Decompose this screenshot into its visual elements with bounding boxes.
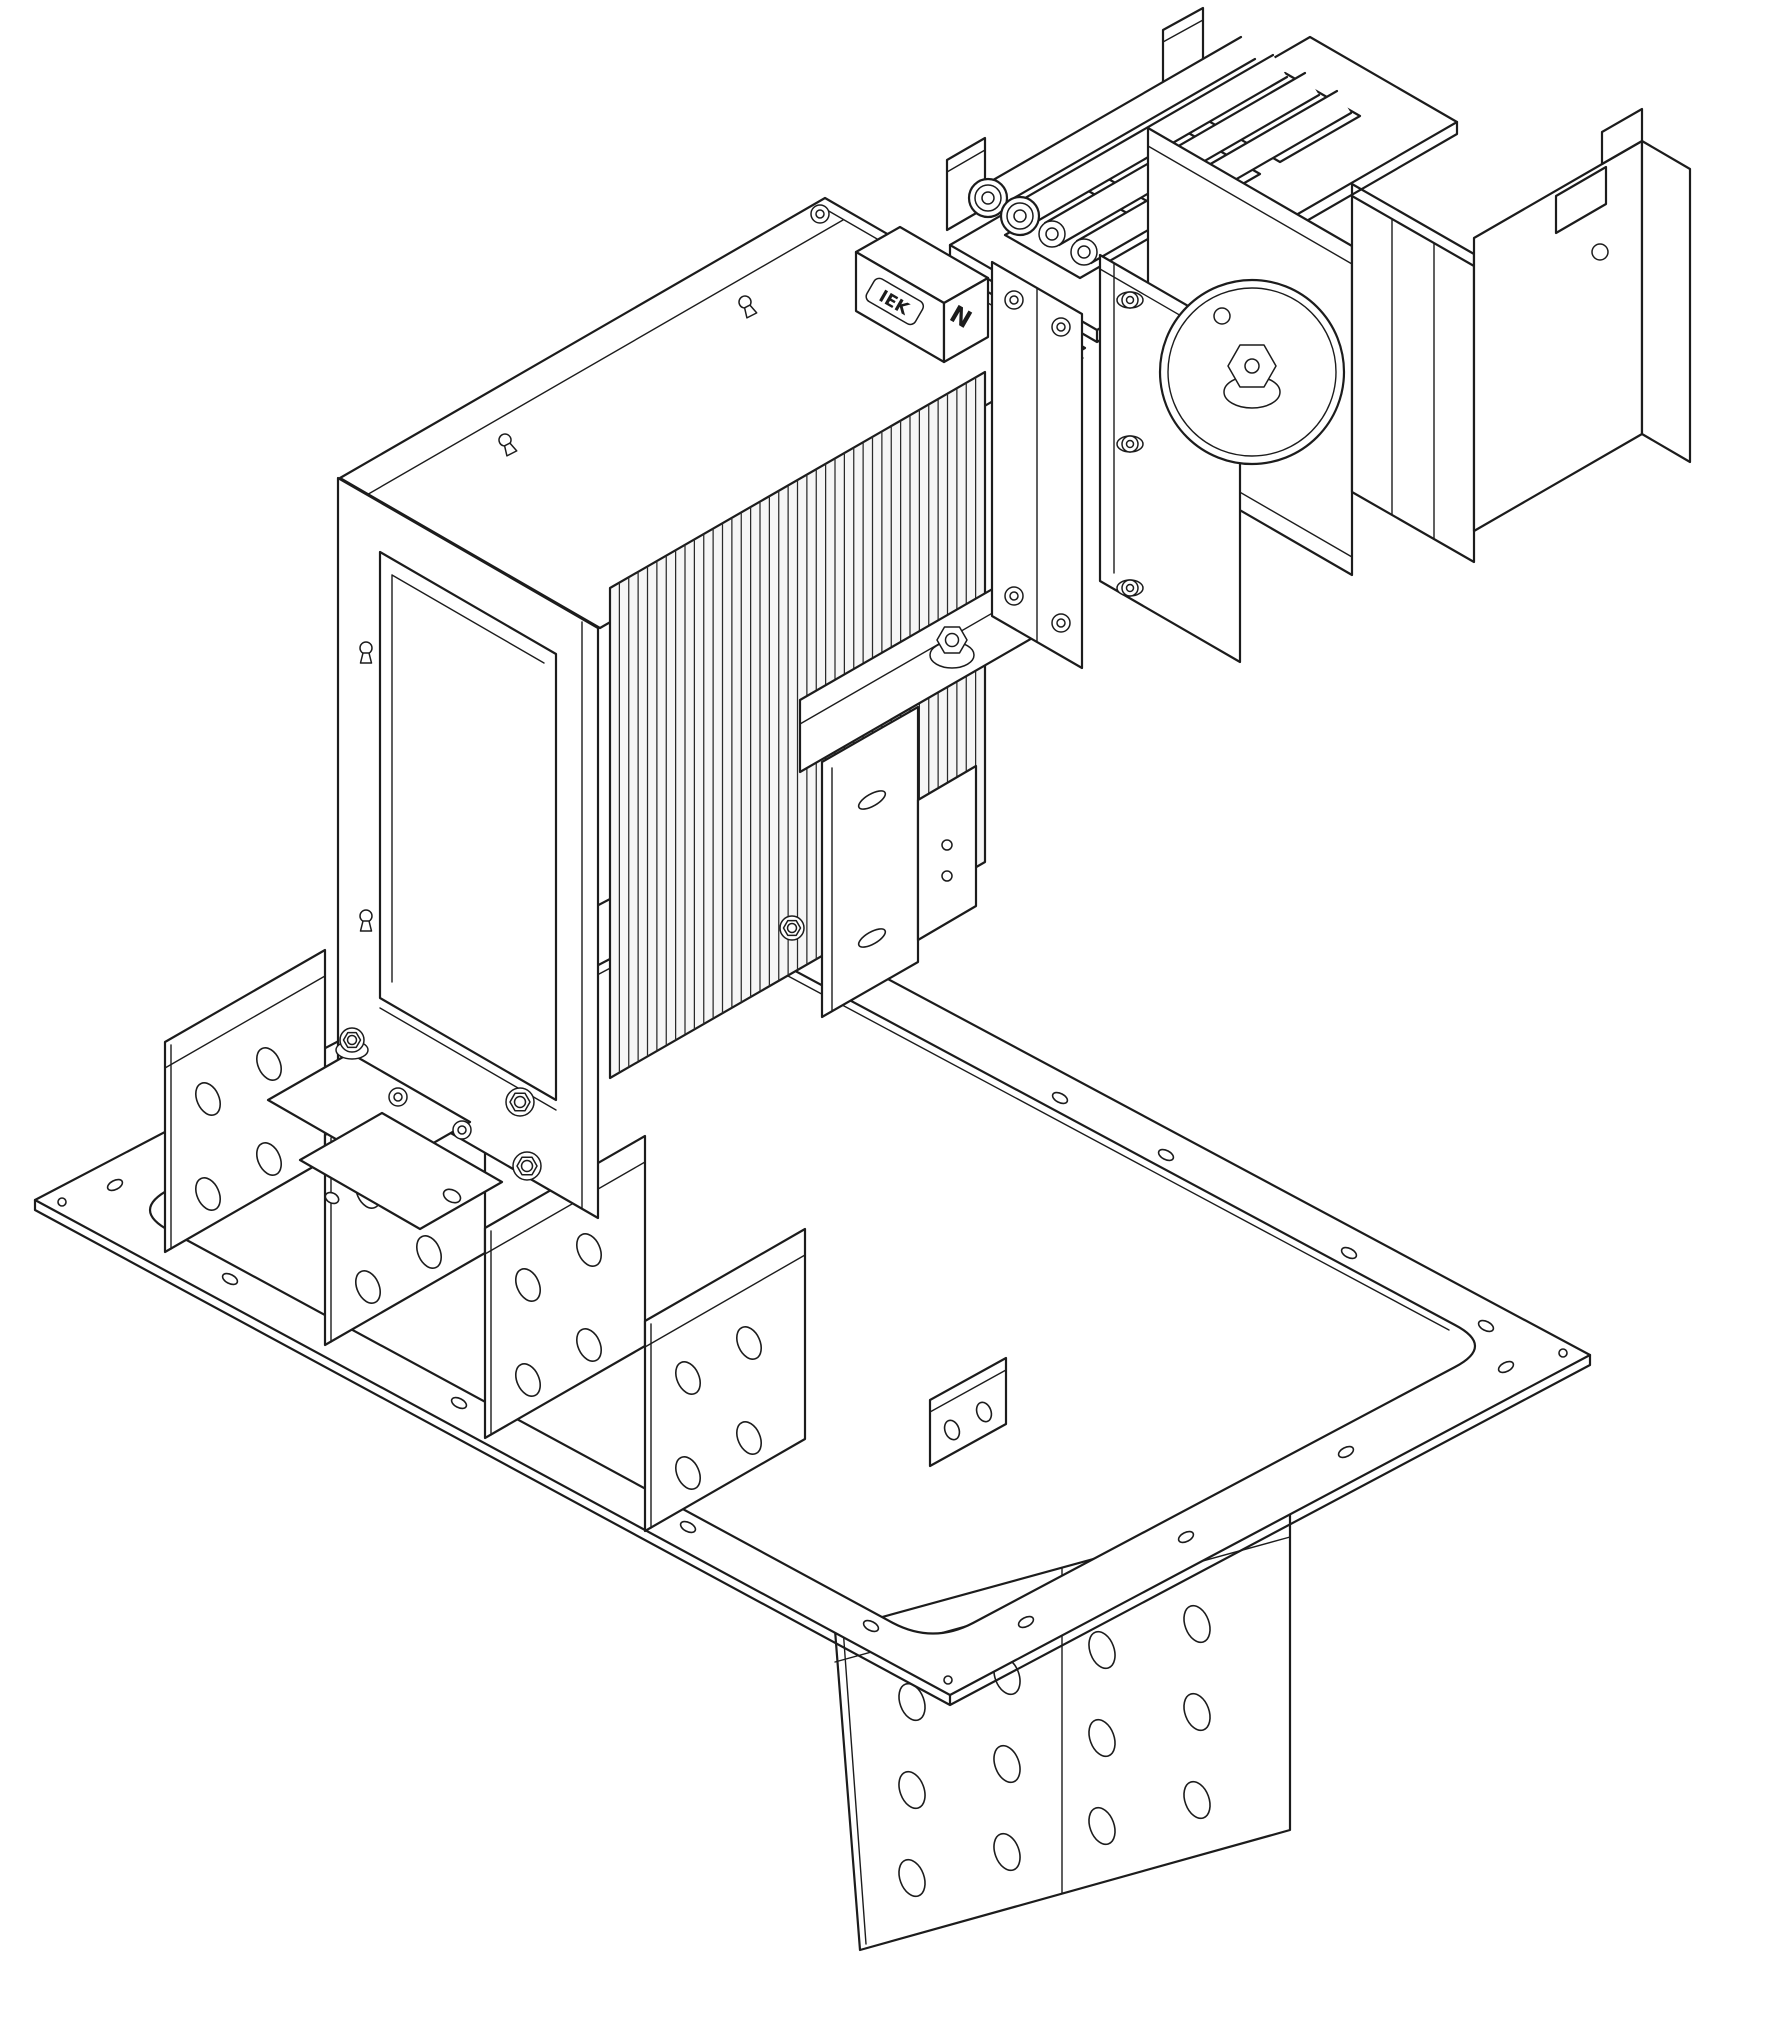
bracket-hole-1 (941, 839, 953, 851)
far-bracket-step (1600, 107, 1644, 166)
head-assembly: IEK N (854, 6, 1692, 670)
box-top-seam (357, 219, 844, 501)
post-bolt-1 (1004, 290, 1024, 310)
right-rim-bracket (928, 1356, 1008, 1468)
post-bolt-2 (1051, 317, 1071, 337)
flange-plate-thickness-edge (33, 1198, 1592, 1707)
clamp-bolt-core (944, 632, 960, 648)
rail-bolt-1 (505, 1087, 535, 1117)
clamp-bolt-lower (779, 915, 805, 941)
rod-edges (979, 35, 1257, 211)
rail-bolt-2 (512, 1151, 542, 1181)
top-face-screw-1 (810, 204, 830, 224)
ladder-tab-1-seam (1162, 19, 1204, 43)
far-bracket-hole (1591, 243, 1609, 261)
plate-fold-line (484, 1161, 646, 1255)
rod-end-core (1045, 227, 1059, 241)
bracket-hole-2 (941, 870, 953, 882)
terminal-plate-thickness-edge (842, 1627, 867, 1945)
clamp-side-bracket (916, 764, 978, 942)
plate-fold-line (164, 975, 326, 1069)
bracket-fold-line (929, 1369, 1007, 1413)
rod-end-core (1077, 245, 1091, 259)
label-box: IEK N (854, 225, 990, 364)
far-bracket-flange (1640, 139, 1692, 464)
ladder-thickness (948, 120, 1459, 344)
rod-end-core (981, 191, 995, 205)
terminal-plate-4 (643, 1227, 807, 1533)
portrait-plate-bolt-1 (1116, 291, 1144, 309)
plate-fold-line (644, 1254, 806, 1348)
portrait-plate-bolt-2 (1116, 435, 1144, 453)
head-post (990, 260, 1084, 670)
right-channel (1350, 194, 1476, 564)
label-box-right (942, 276, 990, 364)
post-bolt-4 (1051, 613, 1071, 633)
rod-body (981, 37, 1255, 209)
rod-end-core (1013, 209, 1027, 223)
disc-hole (1213, 307, 1231, 325)
foot-brackets (266, 1027, 504, 1231)
foot-bolt-2 (388, 1087, 408, 1107)
bottom-right-terminal-plate (833, 1503, 1292, 1952)
right-channel-ribs (1391, 218, 1435, 540)
plate-face (643, 1227, 807, 1533)
disc-inner-rim (1167, 287, 1337, 457)
far-bracket-slot (1554, 165, 1608, 235)
portrait-plate-bolt-3 (1116, 579, 1144, 597)
hub-core (1244, 358, 1260, 374)
ladder-tab-2-seam (946, 149, 986, 173)
foot-bolt-1 (339, 1027, 365, 1053)
end-disc (1158, 278, 1346, 466)
clamp-assembly (779, 555, 1050, 1019)
clamp-plate (820, 705, 920, 1019)
bracket-face (928, 1356, 1008, 1468)
frame-keyhole-2 (359, 909, 373, 932)
terminal-plate-1 (163, 948, 327, 1254)
brand-logo-frame (865, 277, 925, 326)
flange-corner-pins (57, 1197, 1568, 1685)
post-bolt-3 (1004, 586, 1024, 606)
box-front-opening (378, 550, 558, 1102)
foot-bolt-3 (452, 1120, 472, 1140)
frame-keyhole-1 (359, 641, 373, 664)
